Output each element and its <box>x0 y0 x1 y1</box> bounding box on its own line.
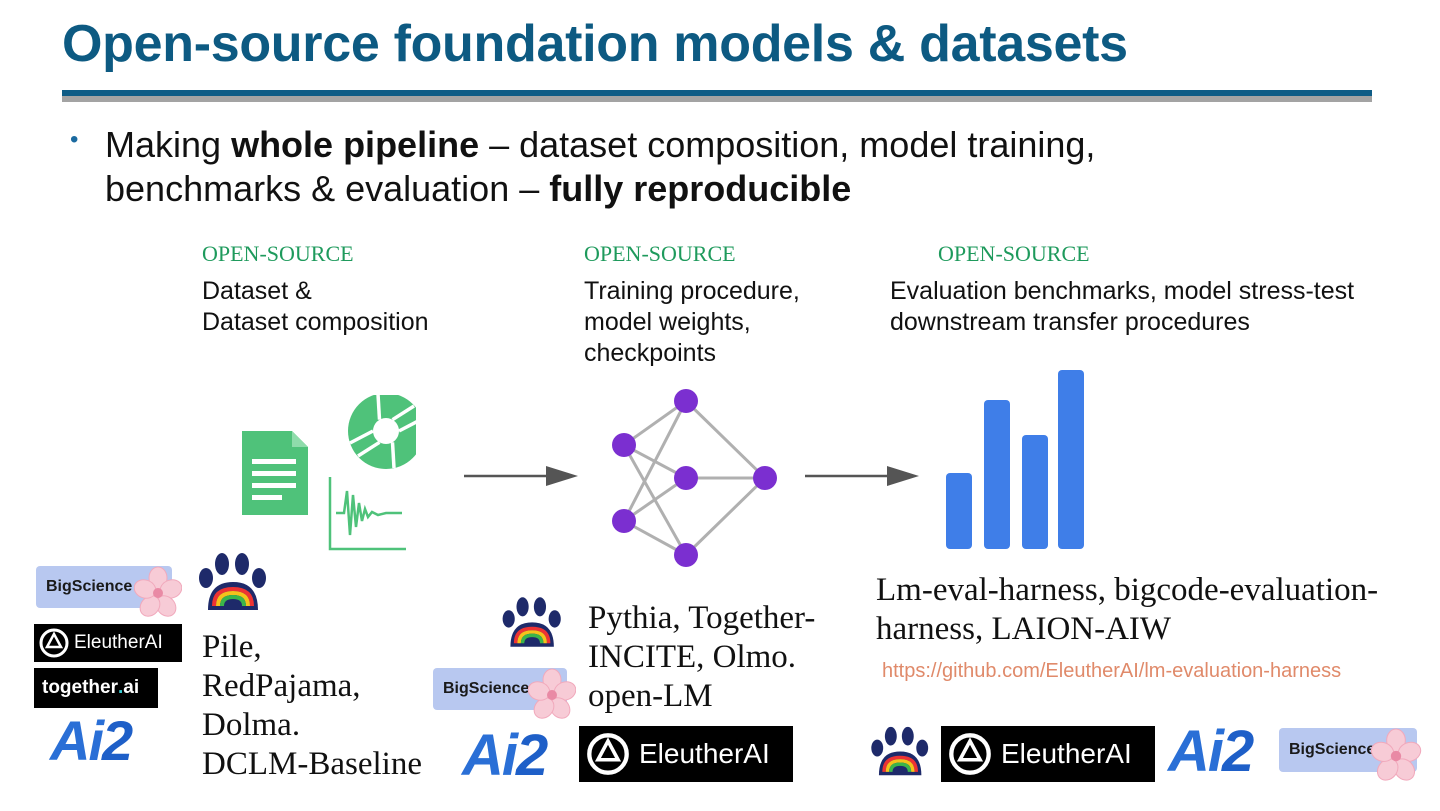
bullet-text: – dataset composition, model training, <box>479 124 1096 165</box>
column-description: Evaluation benchmarks, model stress-test… <box>890 276 1354 338</box>
rainbow-paw-icon <box>502 597 561 647</box>
example-line: Pile, <box>202 629 262 665</box>
column-description: Dataset & Dataset composition <box>202 276 429 338</box>
dataset-examples: Pile, RedPajama, Dolma. DCLM-Baseline <box>202 628 422 784</box>
description-line: Dataset & <box>202 277 312 305</box>
logo-text: BigScience <box>443 680 530 697</box>
logo-text: 2 <box>516 723 548 788</box>
description-line: Training procedure, <box>584 277 800 305</box>
cherry-blossom-icon <box>1370 728 1422 781</box>
bullet-line-1: Making whole pipeline – dataset composit… <box>105 124 1095 166</box>
example-line: Dolma. <box>202 707 301 743</box>
eleutherai-logo: EleutherAI <box>579 726 793 782</box>
logo-text: EleutherAI <box>639 738 770 769</box>
open-source-label: OPEN-SOURCE <box>584 241 736 266</box>
example-line: harness, LAION-AIW <box>876 611 1172 647</box>
description-line: downstream transfer procedures <box>890 308 1250 336</box>
open-source-label: OPEN-SOURCE <box>202 241 354 266</box>
waveform-chart-icon <box>328 477 406 551</box>
neural-network-icon <box>612 389 777 567</box>
eleutherai-logo: EleutherAI <box>941 726 1155 782</box>
evaluation-examples: Lm-eval-harness, bigcode-evaluation- har… <box>876 571 1378 649</box>
arrow-right-icon <box>805 466 919 486</box>
bullet-text: Making <box>105 124 232 165</box>
title-rule-blue <box>62 90 1372 96</box>
logo-text: ai <box>123 677 140 698</box>
logo-text: together <box>42 677 118 698</box>
bullet-bold: whole pipeline <box>231 124 480 165</box>
logo-text: EleutherAI <box>74 632 163 653</box>
together-ai-logo: together.ai <box>34 668 158 708</box>
aperture-icon <box>348 395 416 469</box>
logo-text: Ai <box>462 723 518 788</box>
eleutherai-mark-icon <box>587 733 629 775</box>
cherry-blossom-icon <box>528 668 576 719</box>
rainbow-paw-icon <box>871 726 929 776</box>
bullet-bold: fully reproducible <box>549 168 852 209</box>
description-line: model weights, <box>584 308 751 336</box>
example-line: Pythia, Together- <box>588 600 816 636</box>
logo-text: 2 <box>102 709 133 772</box>
document-icon <box>242 431 308 515</box>
logo-text: 2 <box>1222 719 1254 784</box>
bullet-line-2: benchmarks & evaluation – fully reproduc… <box>105 168 851 210</box>
bullet-dot-icon: • <box>70 126 79 153</box>
example-line: INCITE, Olmo. <box>588 639 797 675</box>
example-line: Lm-eval-harness, bigcode-evaluation- <box>876 572 1379 608</box>
slide-title: Open-source foundation models & datasets <box>62 15 1128 73</box>
description-line: checkpoints <box>584 339 717 367</box>
model-examples: Pythia, Together- INCITE, Olmo. open-LM <box>588 599 815 716</box>
description-line: Dataset composition <box>202 308 429 336</box>
bullet-text: benchmarks & evaluation – <box>105 168 550 209</box>
ai2-logo: Ai2 <box>1168 718 1254 785</box>
bar-chart-icon <box>946 370 1084 549</box>
arrow-right-icon <box>464 466 578 486</box>
ai2-logo: Ai2 <box>50 708 133 773</box>
example-line: open-LM <box>588 678 713 714</box>
ai2-logo: Ai2 <box>462 722 548 789</box>
eleutherai-mark-icon <box>949 733 991 775</box>
dataset-illustration <box>242 395 416 551</box>
logo-text: BigScience <box>1289 741 1376 758</box>
eleutherai-logo: EleutherAI <box>34 624 182 662</box>
example-line: RedPajama, <box>202 668 361 704</box>
column-description: Training procedure, model weights, check… <box>584 276 800 369</box>
rainbow-paw-icon <box>199 553 266 610</box>
description-line: Evaluation benchmarks, model stress-test <box>890 277 1355 305</box>
title-rule-gray <box>62 96 1372 102</box>
logo-text: Ai <box>1168 719 1224 784</box>
eleutherai-mark-icon <box>39 628 69 658</box>
logo-text: BigScience <box>46 578 133 595</box>
logo-text: Ai <box>50 709 104 772</box>
example-line: DCLM-Baseline <box>202 746 422 782</box>
logo-text: . <box>118 677 124 698</box>
cherry-blossom-icon <box>134 566 182 617</box>
lm-eval-harness-link[interactable]: https://github.com/EleutherAI/lm-evaluat… <box>882 660 1342 682</box>
logo-text: EleutherAI <box>1001 738 1132 769</box>
open-source-label: OPEN-SOURCE <box>938 241 1090 266</box>
